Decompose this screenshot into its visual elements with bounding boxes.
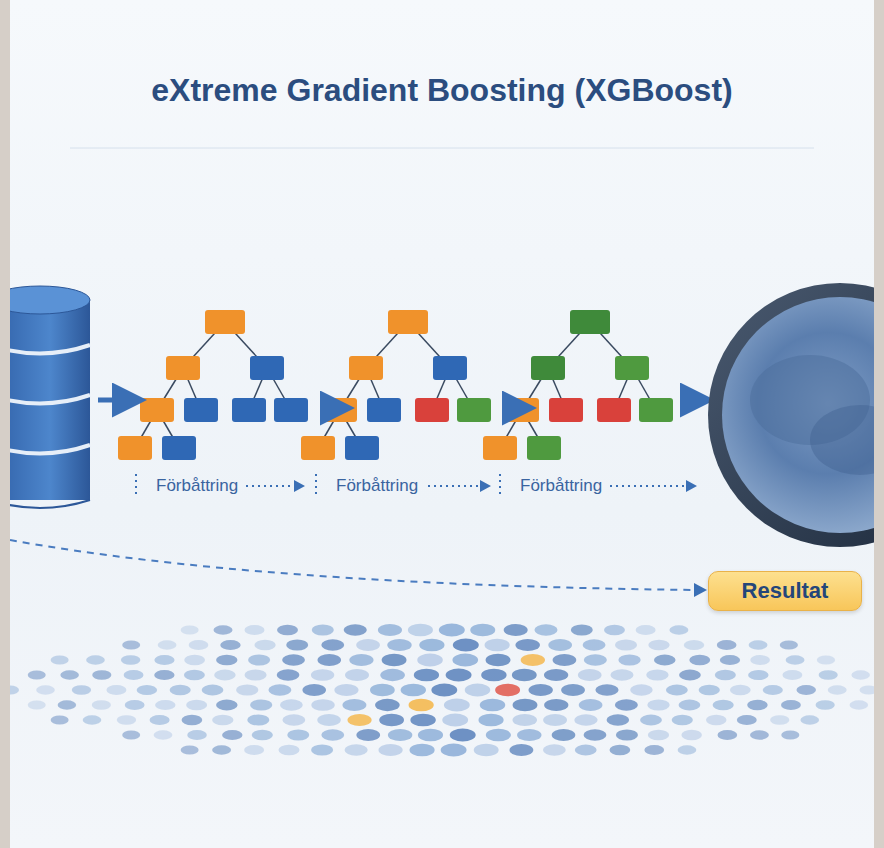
boosting-illustration	[10, 0, 874, 848]
result-box: Resultat	[708, 571, 862, 611]
result-text: Resultat	[742, 578, 829, 604]
improvement-label: Förbåttring	[336, 476, 418, 496]
title: eXtreme Gradient Boosting (XGBoost)	[10, 72, 874, 109]
improvement-label: Förbåttring	[156, 476, 238, 496]
background-panel: eXtreme Gradient Boosting (XGBoost) Förb…	[10, 0, 874, 848]
improvement-label: Förbåttring	[520, 476, 602, 496]
